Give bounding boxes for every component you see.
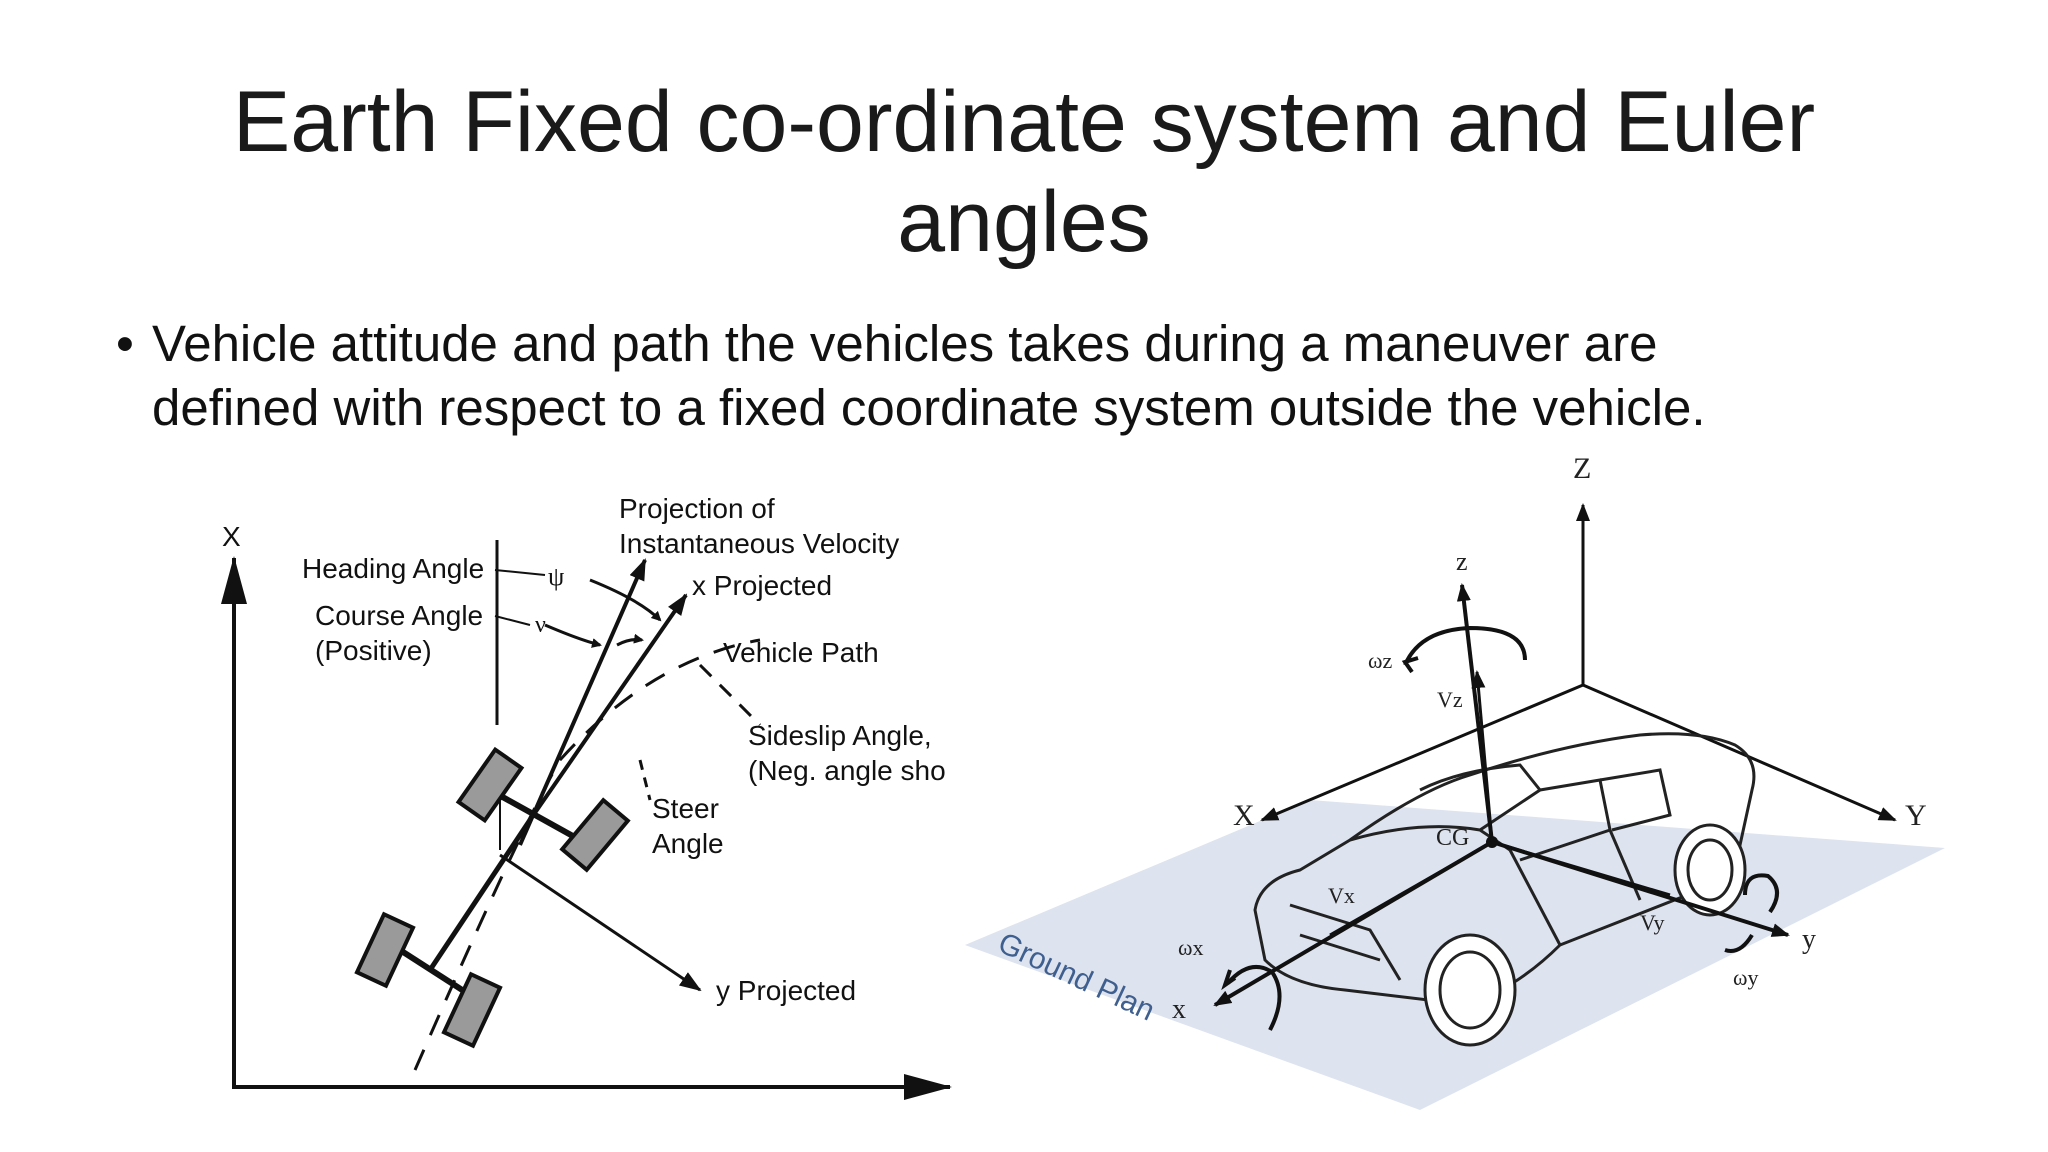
omega-y-arc (1743, 873, 1779, 914)
x-projected-arrow (528, 593, 688, 822)
heading-angle-label: Heading Angle (302, 553, 484, 584)
rear-left-wheel (354, 911, 416, 989)
vx-label: Vx (1328, 883, 1355, 908)
title-line-2: angles (897, 174, 1151, 270)
omega-z-label: ωz (1368, 648, 1392, 673)
projection-label-1: Projection of (619, 493, 775, 524)
steer-label-1: Steer (652, 793, 719, 824)
omega-y-label: ωy (1733, 965, 1758, 990)
course-angle-label: Course Angle (315, 600, 483, 631)
fixed-Z-label: Z (1573, 452, 1591, 485)
omega-y-tail (1724, 933, 1754, 953)
body-x-label: x (1172, 994, 1186, 1025)
vy-arrow (1491, 840, 1671, 897)
vehicle-path-label: Vehicle Path (723, 637, 879, 668)
bullet-text-line-1: Vehicle attitude and path the vehicles t… (152, 315, 1658, 372)
sideslip-leader (698, 663, 762, 727)
sideslip-label-2: (Neg. angle sho (748, 755, 946, 786)
sideslip-label-1: Sideslip Angle, (748, 720, 932, 751)
omega-x-arrowhead (1221, 969, 1237, 991)
course-positive-label: (Positive) (315, 635, 432, 666)
heading-angle-arc (589, 578, 662, 622)
fixed-Y-axis (1582, 683, 1897, 822)
car-wheels (1423, 823, 1747, 1047)
course-angle-arc (544, 623, 602, 648)
front-left-wheel (455, 746, 525, 824)
heading-leader (494, 569, 546, 576)
omega-x-arc (1226, 964, 1282, 1031)
fixed-X-label: X (1233, 799, 1255, 832)
rear-right-wheel (441, 971, 503, 1049)
front-right-wheel (559, 797, 631, 873)
sideslip-arc (616, 633, 644, 647)
nu-label: ν (535, 612, 546, 638)
y-projected-label: y Projected (716, 975, 856, 1006)
slide-title: Earth Fixed co-ordinate system and Euler… (0, 72, 2048, 272)
steer-leader (638, 759, 652, 801)
psi-label: ψ (548, 562, 564, 591)
bullet-point: • Vehicle attitude and path the vehicles… (116, 312, 1952, 440)
axis-x-label: X (222, 521, 241, 552)
body-z-label: z (1456, 547, 1468, 576)
projection-velocity-arrow (518, 558, 647, 846)
x-projected-label: x Projected (692, 570, 832, 601)
vz-arrow (1471, 670, 1494, 843)
cg-label: CG (1436, 825, 1469, 851)
course-leader (494, 615, 531, 626)
body-y-label: y (1802, 924, 1816, 955)
title-line-1: Earth Fixed co-ordinate system and Euler (232, 74, 1816, 170)
projection-label-2: Instantaneous Velocity (619, 528, 899, 559)
vx-arrow (1329, 840, 1493, 937)
omega-x-label: ωx (1178, 935, 1203, 960)
vehicle-centerline (427, 818, 533, 972)
steer-label-2: Angle (652, 828, 724, 859)
vy-label: Vy (1640, 910, 1664, 935)
fixed-X-axis (1260, 683, 1584, 822)
bullet-dot-icon: • (116, 315, 134, 372)
omega-z-arrowhead (1401, 656, 1419, 674)
bullet-text-line-2: defined with respect to a fixed coordina… (152, 379, 1706, 436)
vehicle-path-dashed (413, 638, 761, 1071)
fixed-Y-label: Y (1905, 799, 1927, 832)
front-axle (488, 787, 582, 843)
omega-z-arc (1403, 625, 1527, 666)
y-projected-arrow (499, 853, 702, 992)
rear-axle (398, 947, 472, 998)
vz-label: Vz (1437, 687, 1463, 712)
